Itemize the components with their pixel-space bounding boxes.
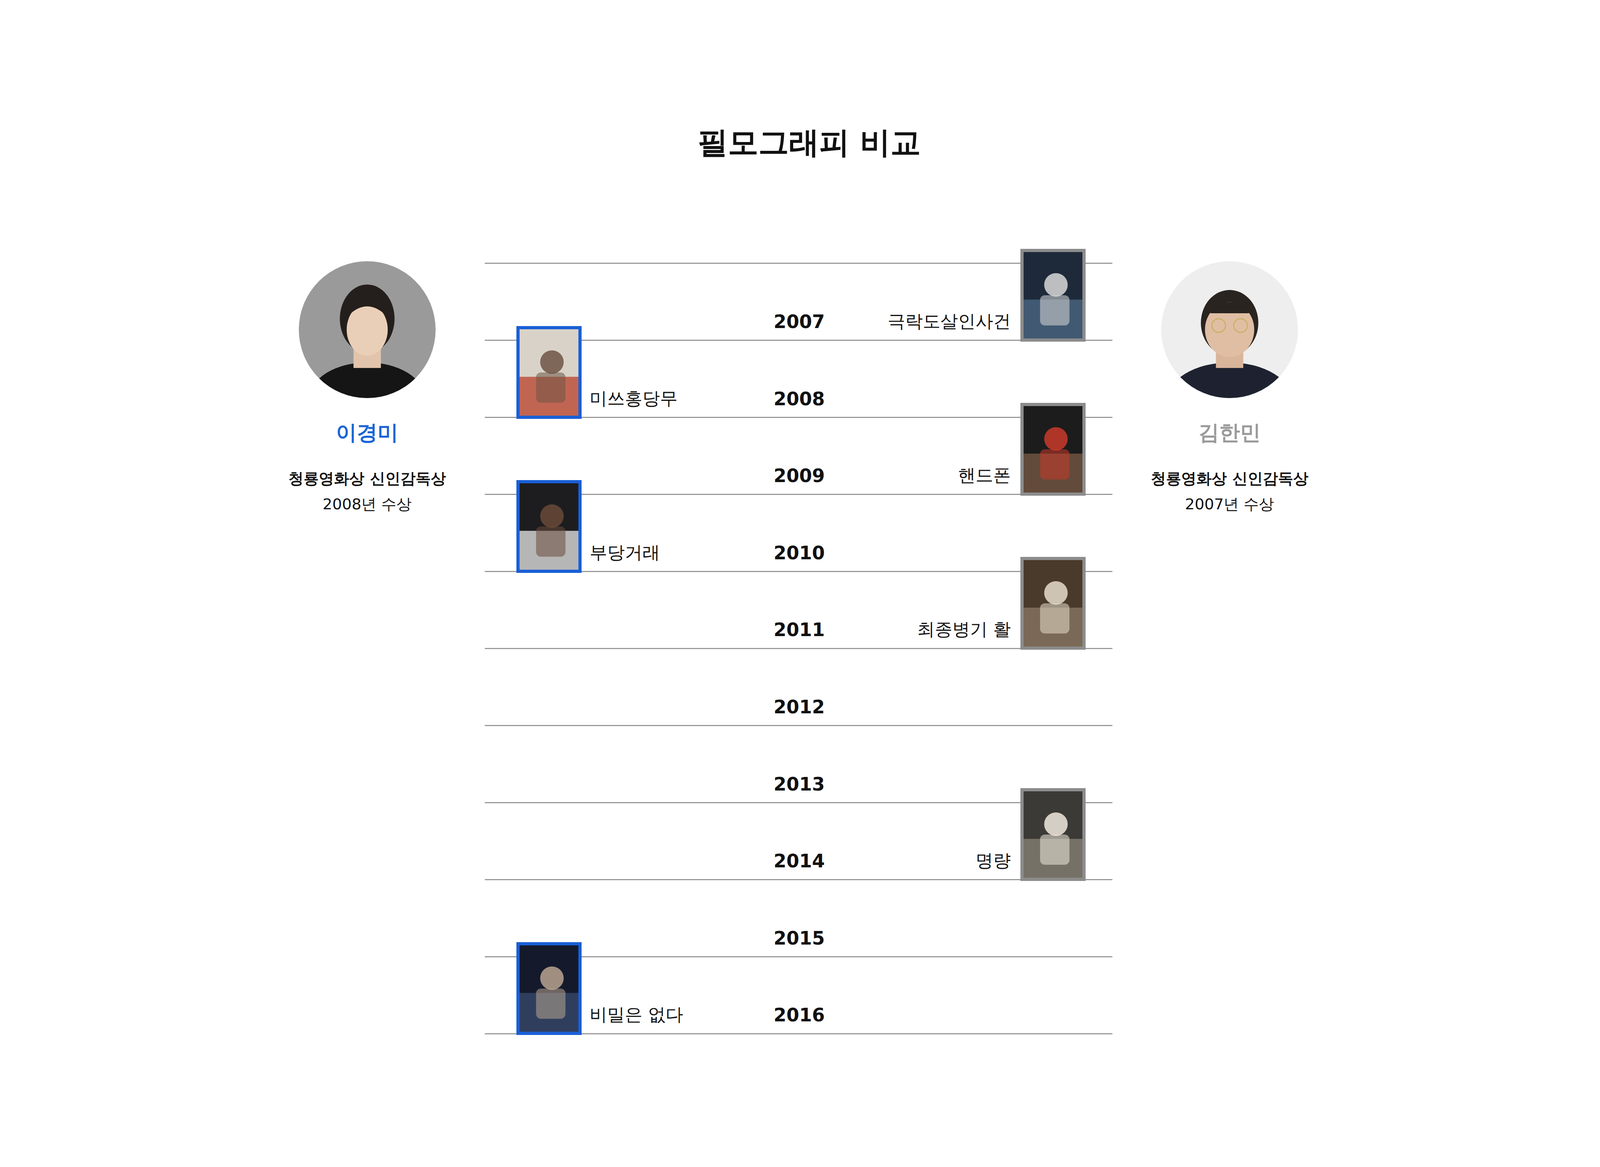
film-poster: 미쓰홍당무 <box>516 326 582 419</box>
poster-ground <box>519 329 579 416</box>
director-avatar: 이경미청룡영화상 신인감독상2008년 수상 <box>298 261 436 398</box>
film-title: 비밀은 없다 <box>589 1002 684 1027</box>
director-avatar: 김한민청룡영화상 신인감독상2007년 수상 <box>1161 261 1298 398</box>
year-label: 2013 <box>773 773 825 795</box>
film-poster: 비밀은 없다 <box>516 942 582 1035</box>
poster-figure <box>1040 449 1070 480</box>
poster-art <box>519 483 579 570</box>
director-name: 김한민 <box>1198 418 1261 447</box>
poster-art <box>1023 560 1083 647</box>
poster-art <box>1023 406 1083 493</box>
hairline <box>1206 302 1253 314</box>
film-poster: 최종병기 활 <box>1020 556 1086 650</box>
film-title: 명량 <box>975 848 1011 873</box>
poster-figure <box>1044 273 1068 297</box>
film-title: 최종병기 활 <box>917 617 1011 642</box>
poster-art <box>519 329 579 416</box>
glasses <box>1233 318 1248 333</box>
avatar-art <box>1161 261 1298 398</box>
poster-figure <box>536 988 566 1019</box>
poster-ground <box>519 945 579 1032</box>
year-label: 2009 <box>773 464 825 487</box>
face <box>1204 302 1254 358</box>
poster-art <box>1023 252 1083 339</box>
film-title: 극락도살인사건 <box>887 309 1011 334</box>
fringe <box>345 296 389 319</box>
row-lines <box>484 263 1113 1034</box>
award-year: 2007년 수상 <box>1185 494 1275 515</box>
film-poster: 극락도살인사건 <box>1020 248 1086 342</box>
poster-figure <box>540 350 564 374</box>
poster-figure <box>536 372 566 403</box>
portrait <box>1161 261 1298 398</box>
poster-figure <box>1040 603 1070 634</box>
year-label: 2008 <box>773 388 825 410</box>
film-title: 미쓰홍당무 <box>589 386 678 410</box>
year-label: 2007 <box>773 310 825 333</box>
film-title: 핸드폰 <box>958 463 1011 488</box>
year-label: 2014 <box>773 850 825 872</box>
poster-figure <box>536 526 566 557</box>
poster-figure <box>1044 812 1068 836</box>
year-label: 2016 <box>773 1004 825 1026</box>
year-label: 2010 <box>773 542 825 564</box>
poster-ground <box>1023 560 1083 647</box>
film-title: 부당거래 <box>589 540 660 564</box>
poster-figure <box>1044 427 1068 451</box>
year-label: 2015 <box>773 927 825 949</box>
page-title: 필모그래피 비교 <box>697 122 921 164</box>
year-label: 2011 <box>773 618 825 641</box>
award-name: 청룡영화상 신인감독상 <box>288 468 446 489</box>
poster-ground <box>519 483 579 570</box>
poster-ground <box>1023 252 1083 339</box>
poster-figure <box>1040 834 1070 865</box>
poster-ground <box>1023 791 1083 878</box>
poster-art <box>1023 791 1083 878</box>
film-poster: 부당거래 <box>516 480 582 573</box>
award-year: 2008년 수상 <box>322 494 412 515</box>
film-poster: 핸드폰 <box>1020 402 1086 496</box>
glasses <box>1212 318 1226 333</box>
poster-figure <box>1044 581 1068 605</box>
director-name: 이경미 <box>336 418 399 447</box>
poster-ground <box>1023 406 1083 493</box>
year-label: 2012 <box>773 696 825 718</box>
film-poster: 명량 <box>1020 788 1086 881</box>
poster-art <box>519 945 579 1032</box>
poster-figure <box>540 504 564 528</box>
avatar-art <box>298 261 436 398</box>
portrait <box>298 261 436 398</box>
poster-figure <box>540 966 564 990</box>
award-name: 청룡영화상 신인감독상 <box>1150 468 1308 489</box>
poster-figure <box>1040 295 1070 326</box>
